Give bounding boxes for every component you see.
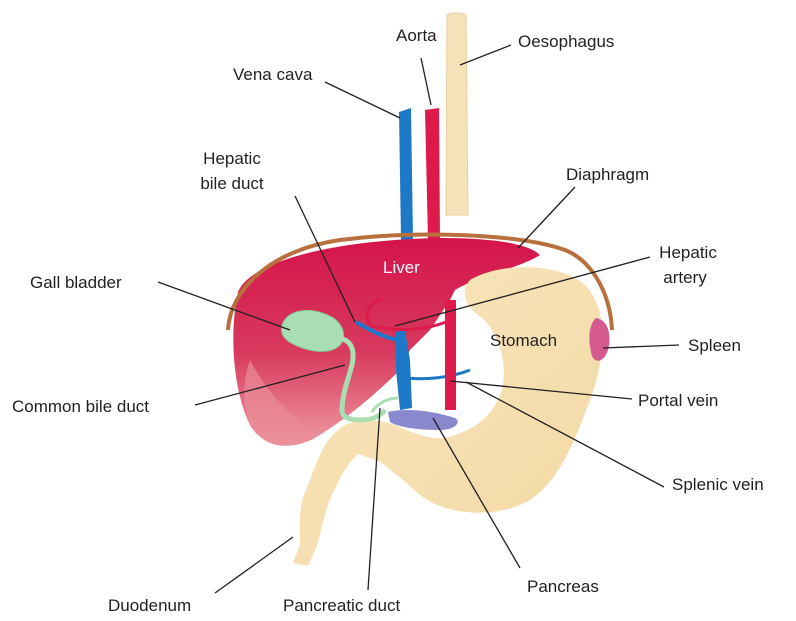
liver-label: Liver <box>383 258 420 277</box>
oesophagus-label: Oesophagus <box>518 32 614 51</box>
spleen-label: Spleen <box>688 336 741 355</box>
gall-bladder-label: Gall bladder <box>30 273 122 292</box>
vena-cava-label: Vena cava <box>233 65 313 84</box>
hepatic-bile-duct-label-line1: Hepatic <box>203 149 261 168</box>
duodenum-label: Duodenum <box>108 596 191 615</box>
hepatic-artery-label-line1: Hepatic <box>659 243 717 262</box>
spleen-leader <box>603 345 679 348</box>
duodenum-organ <box>293 430 360 566</box>
splenic-vein-vessel <box>405 370 470 379</box>
hepatic-artery-label-line2: artery <box>663 268 707 287</box>
vena-cava-leader <box>325 82 400 118</box>
diaphragm-leader <box>518 187 575 248</box>
pancreatic-duct-label: Pancreatic duct <box>283 596 400 615</box>
aorta-leader <box>421 58 431 105</box>
aorta-label: Aorta <box>396 26 437 45</box>
portal-vein-label: Portal vein <box>638 391 718 410</box>
vena-cava-vessel <box>399 108 413 240</box>
diaphragm-label: Diaphragm <box>566 165 649 184</box>
stomach-label: Stomach <box>490 331 557 350</box>
splenic-vein-label: Splenic vein <box>672 475 764 494</box>
spleen-organ <box>589 318 609 361</box>
pancreatic-duct <box>372 398 398 412</box>
oesophagus-tube <box>446 13 468 215</box>
aorta-vessel <box>425 108 440 240</box>
oesophagus-leader <box>460 45 511 65</box>
hepatic-bile-duct-label-line2: bile duct <box>200 174 264 193</box>
aorta-lower-vessel <box>445 300 456 410</box>
common-bile-duct-label: Common bile duct <box>12 397 149 416</box>
pancreas-label: Pancreas <box>527 577 599 596</box>
duodenum-leader <box>215 537 293 593</box>
